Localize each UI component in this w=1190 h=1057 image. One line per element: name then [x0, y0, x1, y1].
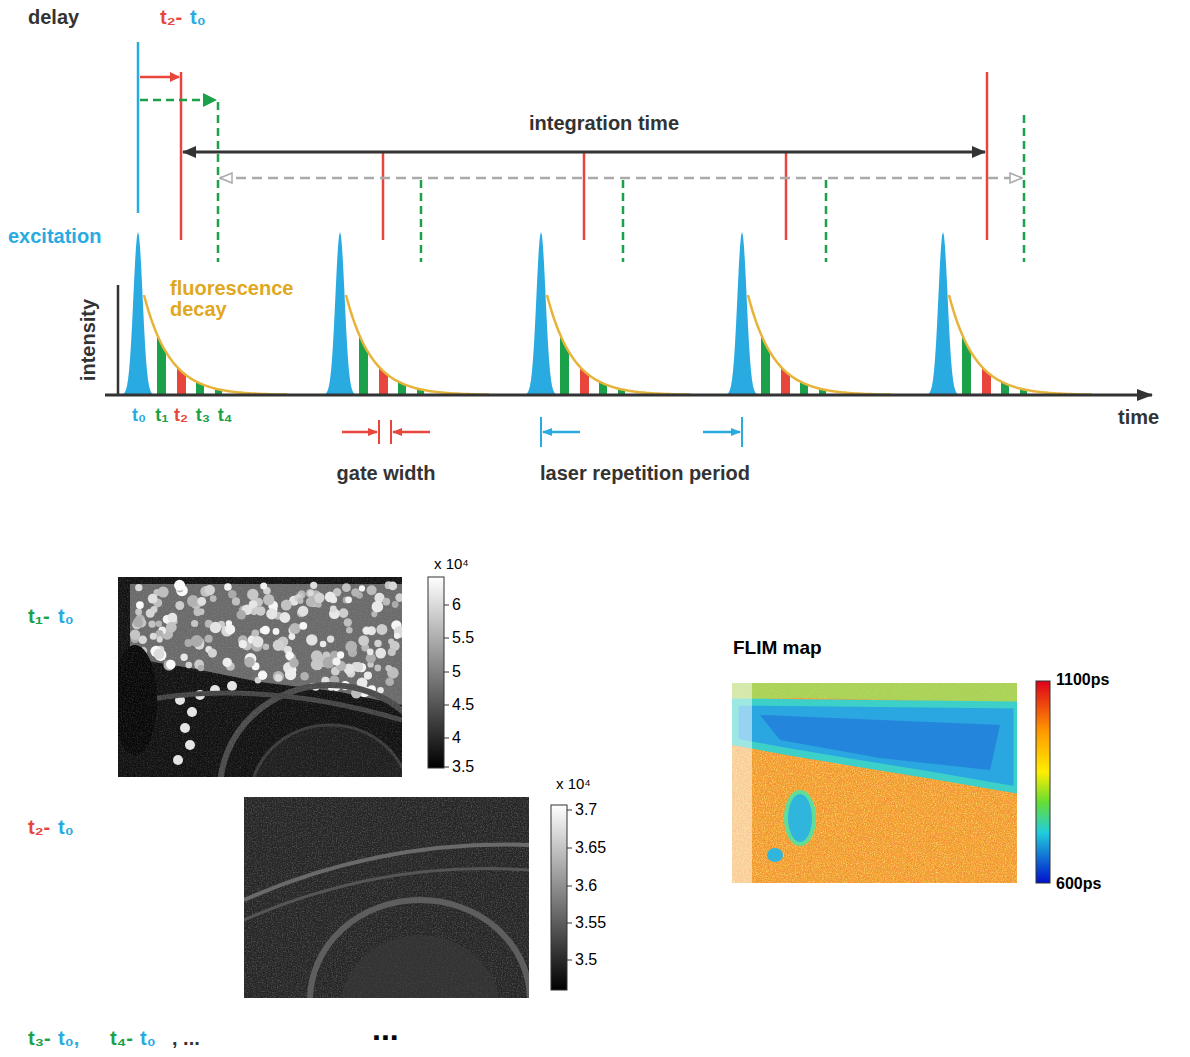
- text-label: t₄-: [110, 1027, 133, 1049]
- text-label: 5.5: [452, 629, 474, 647]
- text-label: t₁-: [28, 605, 50, 627]
- text-label: t₁: [155, 406, 168, 426]
- gated-image-2: [244, 797, 529, 998]
- colorbar-ticks: [567, 810, 572, 960]
- text-label: t₄: [218, 406, 233, 426]
- text-label: , ...: [172, 1027, 200, 1049]
- text-label: 3.55: [575, 914, 606, 932]
- gate-width-marker: [342, 420, 430, 444]
- text-label: excitation: [8, 225, 101, 247]
- text-label: t₂: [174, 406, 188, 426]
- text-label: t₀: [132, 406, 146, 426]
- text-label: laser repetition period: [540, 462, 750, 484]
- text-label: ...: [372, 1012, 399, 1047]
- text-label: t₃: [196, 406, 210, 426]
- decay-curve: [748, 295, 891, 395]
- pulse-train: [120, 232, 1092, 395]
- text-label: t₀: [58, 816, 74, 838]
- decay-curve: [949, 295, 1092, 395]
- text-label: t₃-: [28, 1027, 51, 1049]
- period-marker: [541, 417, 742, 447]
- timing-lines: [138, 42, 1024, 262]
- text-label: time: [1118, 406, 1159, 428]
- text-label: integration time: [529, 112, 679, 134]
- text-label: 5: [452, 663, 461, 681]
- text-label: intensity: [77, 299, 99, 381]
- text-label: t₀: [190, 6, 206, 28]
- colorbar: [428, 577, 444, 768]
- text-label: FLIM map: [733, 638, 822, 659]
- text-label: t₀,: [58, 1027, 79, 1049]
- axes: [105, 285, 1152, 395]
- text-label: 3.7: [575, 801, 597, 819]
- text-label: t₂-: [28, 816, 50, 838]
- text-label: t₀: [58, 605, 74, 627]
- text-label: x 10⁴: [556, 776, 591, 793]
- text-label: 3.6: [575, 877, 597, 895]
- text-label: delay: [28, 6, 79, 28]
- decay-curve: [547, 295, 690, 395]
- text-label: 1100ps: [1056, 671, 1109, 689]
- colorbar: [551, 805, 567, 990]
- colorbar-ticks: [444, 605, 449, 767]
- text-label: 4.5: [452, 696, 474, 714]
- text-label: fluorescence decay: [170, 278, 310, 320]
- text-label: 600ps: [1056, 875, 1101, 893]
- flim-map-image: [732, 683, 1017, 883]
- text-label: 3.5: [575, 951, 597, 969]
- decay-curve: [346, 295, 489, 395]
- text-label: 3.5: [452, 758, 474, 776]
- text-label: t₀: [140, 1027, 156, 1049]
- gated-image-1: [118, 577, 402, 777]
- text-label: 4: [452, 729, 461, 747]
- text-label: 3.65: [575, 839, 606, 857]
- text-label: x 10⁴: [434, 556, 469, 573]
- text-label: 6: [452, 596, 461, 614]
- colorbar: [1036, 681, 1050, 883]
- text-label: t₂-: [160, 6, 182, 28]
- text-label: gate width: [337, 462, 436, 484]
